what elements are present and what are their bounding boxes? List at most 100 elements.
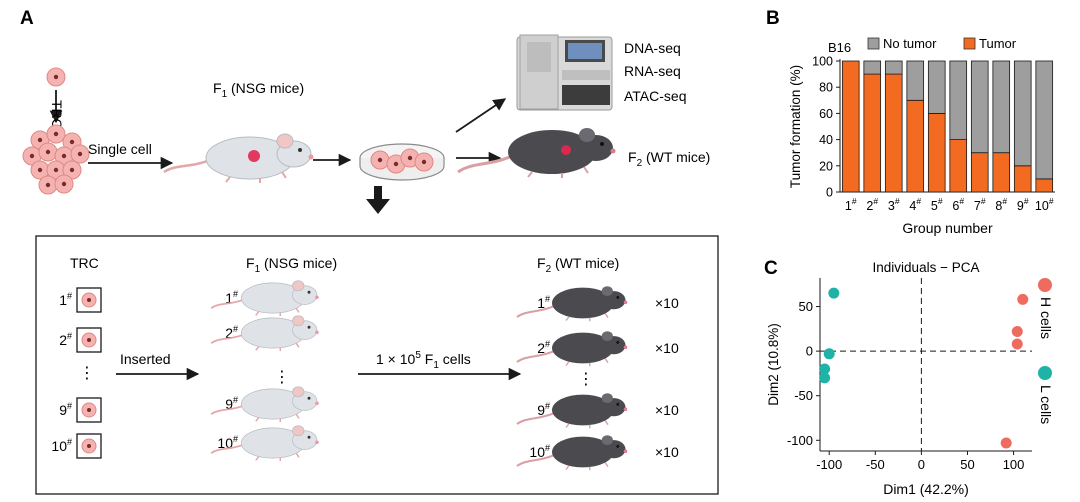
bar-tumor [949, 139, 968, 193]
y-axis-label: Tumor formation (%) [788, 65, 803, 188]
x-tick-label: 0 [918, 457, 925, 472]
bar-no-tumor [1035, 60, 1054, 180]
experiment-box [35, 235, 719, 495]
x-tick-label: 6# [952, 196, 964, 213]
down-arrow-icon [366, 186, 390, 214]
scatter-point [819, 372, 831, 384]
replicate-multiplier: ×10 [655, 295, 679, 311]
trc-cell [81, 332, 97, 348]
legend-label-tumor: Tumor [979, 36, 1017, 51]
y-tick-label: 100 [812, 55, 833, 69]
bar-tumor [841, 60, 860, 193]
bar-tumor [884, 73, 903, 193]
panel-c-letter: C [764, 258, 778, 279]
y-tick-label: -100 [787, 433, 813, 448]
bar-tumor [906, 99, 925, 193]
trc-row-label: 1# [59, 291, 72, 308]
trc-cell [81, 438, 97, 454]
tumor-spot [248, 150, 260, 162]
legend-label: H cells [1038, 297, 1054, 339]
x-tick-label: 10# [1035, 196, 1054, 213]
y-tick-label: 0 [826, 186, 833, 200]
f2-row-label: 2# [537, 339, 550, 356]
scatter-point [819, 363, 831, 375]
bar-no-tumor [1013, 60, 1032, 167]
wt-mouse [515, 392, 629, 430]
box-f1-label: F1 (NSG mice) [246, 255, 337, 275]
replicate-multiplier: ×10 [655, 444, 679, 460]
f2-title: F2 (WT mice) [628, 149, 710, 169]
bar-tumor [927, 113, 946, 193]
panel-a-letter: A [20, 8, 34, 29]
scatter-point [828, 287, 840, 299]
trc-row-label: 2# [59, 331, 72, 348]
bar-tumor [863, 73, 882, 193]
scatter-point [823, 348, 835, 360]
trc-label: TRC [49, 100, 65, 129]
f2-ellipsis: ⋮ [578, 371, 594, 388]
nsg-mouse [162, 132, 315, 185]
trc-row-label: 10# [51, 437, 72, 454]
chart-b-title: B16 [828, 40, 851, 55]
wt-mouse [515, 285, 629, 323]
legend-dot [1038, 278, 1052, 292]
x-tick-label: -100 [816, 457, 842, 472]
replicate-multiplier: ×10 [655, 402, 679, 418]
x-tick-label: 8# [995, 196, 1007, 213]
f1-title: F1 (NSG mice) [213, 80, 304, 100]
x-axis-label: Dim1 (42.2%) [883, 481, 969, 497]
seq-atac: ATAC-seq [624, 88, 687, 104]
box-f2-label: F2 (WT mice) [537, 255, 619, 275]
x-tick-label: 50 [960, 457, 974, 472]
bar-tumor [1035, 178, 1054, 193]
f1-row-label: 9# [225, 395, 238, 412]
x-tick-label: -50 [866, 457, 885, 472]
tumor-spot [561, 145, 571, 155]
bar-no-tumor [906, 60, 925, 101]
x-tick-label: 5# [931, 196, 943, 213]
replicate-multiplier: ×10 [655, 340, 679, 356]
panel-b-letter: B [766, 8, 780, 29]
sequencer-icon [516, 34, 613, 111]
legend-label: L cells [1038, 385, 1054, 424]
trc-cell [81, 292, 97, 308]
scatter-point [1017, 293, 1029, 305]
box-trc-label: TRC [70, 255, 99, 271]
chart-c-title: Individuals − PCA [873, 260, 980, 275]
petri-dish [359, 143, 445, 181]
scatter-point [1011, 338, 1023, 350]
wt-mouse [515, 330, 629, 368]
bar-tumor [992, 152, 1011, 193]
legend-label-no-tumor: No tumor [883, 36, 937, 51]
legend-dot [1038, 366, 1052, 380]
trc-ellipsis: ⋮ [79, 365, 95, 382]
legend-swatch-no-tumor [867, 37, 880, 50]
legend-swatch-tumor [963, 37, 976, 50]
f1-row-label: 1# [225, 289, 238, 306]
x-tick-label: 3# [888, 196, 900, 213]
bar-no-tumor [863, 60, 882, 75]
scatter-point [1000, 437, 1012, 449]
single-cell-label: Single cell [88, 141, 152, 157]
f2-row-label: 10# [529, 443, 550, 460]
f1-ellipsis: ⋮ [274, 369, 290, 386]
bar-no-tumor [970, 60, 989, 154]
wt-mouse [456, 126, 617, 180]
bar-tumor [970, 152, 989, 193]
x-tick-label: 2# [866, 196, 878, 213]
y-tick-label: 60 [819, 107, 833, 121]
x-tick-label: 100 [1003, 457, 1025, 472]
y-tick-label: 0 [806, 344, 813, 359]
trc-cell [81, 402, 97, 418]
x-tick-label: 4# [909, 196, 921, 213]
y-tick-label: -50 [794, 388, 813, 403]
arrow-to-sequencer [455, 98, 507, 133]
trc-row-label: 9# [59, 401, 72, 418]
x-tick-label: 9# [1017, 196, 1029, 213]
bar-no-tumor [992, 60, 1011, 154]
bar-no-tumor [927, 60, 946, 114]
scatter-point [1011, 326, 1023, 338]
